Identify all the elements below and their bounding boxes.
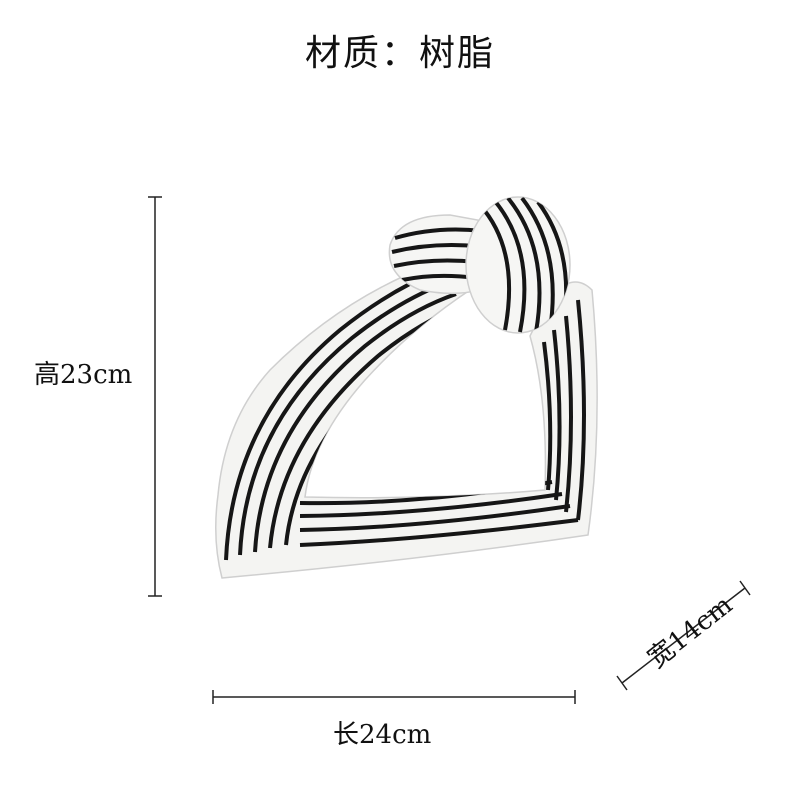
width-dimension-line [616,580,751,691]
material-title: 材质：树脂 [304,33,495,74]
height-label: 高23cm [34,360,133,390]
length-label: 长24cm [333,720,432,750]
height-dimension-line [148,196,162,597]
length-dimension-line [212,690,576,704]
striped-knot-sculpture [215,196,598,579]
